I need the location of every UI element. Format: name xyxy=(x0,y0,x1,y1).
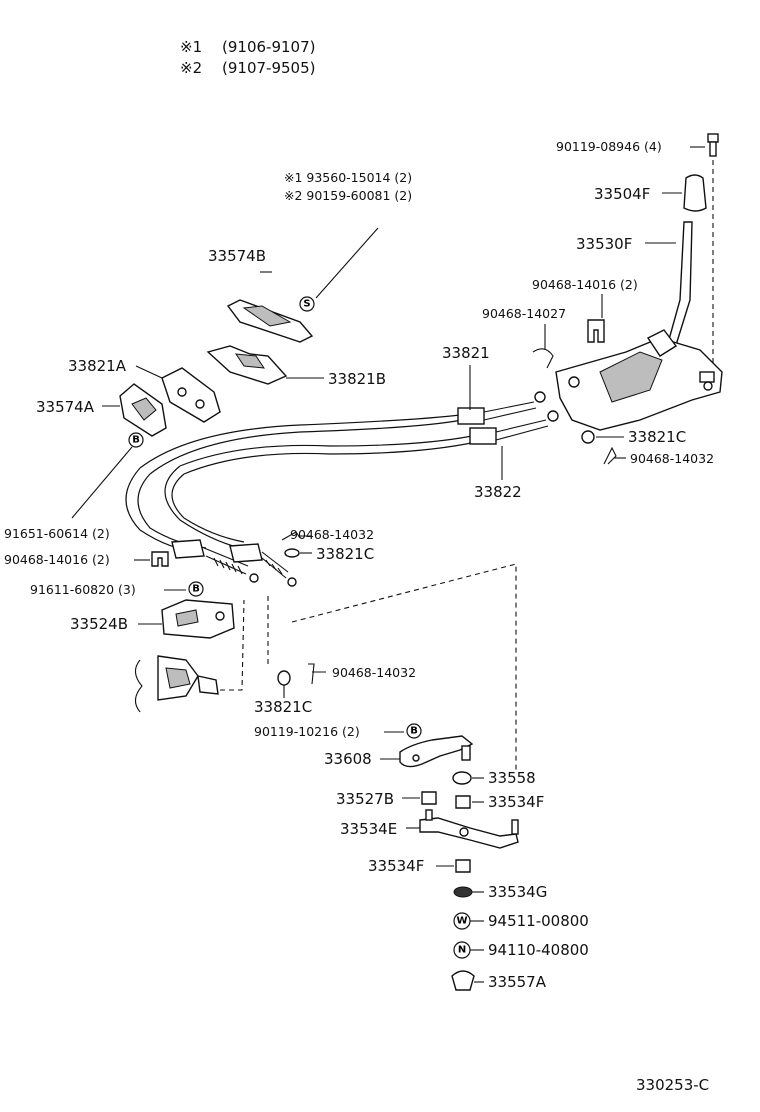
label-s-line2: ※2 90159-60081 (2) xyxy=(284,188,412,203)
cable-33821 xyxy=(125,391,546,553)
diagram-code: 330253-C xyxy=(636,1076,709,1094)
top-bolt-part xyxy=(707,133,719,157)
svg-text:S: S xyxy=(303,299,310,310)
clip-b-part xyxy=(532,348,554,369)
label-lever-608: 33608 xyxy=(324,750,372,768)
svg-text:B: B xyxy=(410,726,418,737)
label-b-bolt2: 91611-60820 (3) xyxy=(30,582,136,597)
label-washer-c-low: 33821C xyxy=(254,698,312,716)
clip-d-part xyxy=(151,551,169,567)
label-nut-n: 94110-40800 xyxy=(488,941,589,959)
label-b-bolt: 91651-60614 (2) xyxy=(4,526,110,541)
label-cable-2: 33822 xyxy=(474,483,522,501)
label-bush-534f-1: 33534F xyxy=(488,793,544,811)
b-symbol-3: B xyxy=(406,723,422,739)
clip-e-part xyxy=(281,531,312,541)
bush-527-part xyxy=(421,791,437,805)
label-s-line1: ※1 93560-15014 (2) xyxy=(284,170,412,185)
label-lever: 33530F xyxy=(576,235,632,253)
clip-f-part xyxy=(308,663,326,685)
label-cable-1: 33821 xyxy=(442,344,490,362)
washer-534g-part xyxy=(453,886,473,898)
note-2-mark: ※2 xyxy=(180,59,202,77)
label-cap-557: 33557A xyxy=(488,973,547,991)
label-washer-w: 94511-00800 xyxy=(488,912,589,930)
label-plate-b: 33574B xyxy=(208,247,266,265)
shift-lever-housing xyxy=(555,329,723,431)
label-plate-a: 33574A xyxy=(36,398,95,416)
note-2-range: (9107-9505) xyxy=(222,59,315,77)
clip-a-part xyxy=(587,319,605,343)
label-clip-d: 90468-14016 (2) xyxy=(4,552,110,567)
label-washer-534g: 33534G xyxy=(488,883,547,901)
lever-534e-part xyxy=(419,817,519,849)
n-symbol: N xyxy=(453,941,471,959)
label-grommet-a: 33821A xyxy=(68,357,127,375)
b-symbol-2: B xyxy=(188,581,204,597)
bush-558-part xyxy=(452,771,472,785)
label-bolt-top: 90119-08946 (4) xyxy=(556,139,662,154)
note-1-range: (9106-9107) xyxy=(222,38,315,56)
label-bracket: 33524B xyxy=(70,615,128,633)
grommet-a-part xyxy=(161,367,221,423)
shift-lever-rod xyxy=(667,221,693,346)
label-bush-558: 33558 xyxy=(488,769,536,787)
label-lever-534e: 33534E xyxy=(340,820,397,838)
label-knob: 33504F xyxy=(594,185,650,203)
label-washer-c-upper: 33821C xyxy=(628,428,686,446)
shift-knob-part xyxy=(683,174,707,212)
b-symbol-1: B xyxy=(128,432,144,448)
s-symbol: S xyxy=(299,296,315,312)
label-clip-e: 90468-14032 xyxy=(290,527,374,542)
cap-557-part xyxy=(451,970,475,991)
svg-text:B: B xyxy=(192,584,200,595)
lever-608-part xyxy=(399,735,474,768)
transmission-outline xyxy=(134,655,219,713)
svg-text:B: B xyxy=(132,435,140,446)
washer-c-upper-part xyxy=(581,430,595,444)
label-b-bolt3: 90119-10216 (2) xyxy=(254,724,360,739)
label-clip-c-upper: 90468-14032 xyxy=(630,451,714,466)
bush-534f-1-part xyxy=(455,795,471,809)
label-clip-b: 90468-14027 xyxy=(482,306,566,321)
washer-c-low-part xyxy=(277,670,291,686)
label-washer-c-mid: 33821C xyxy=(316,545,374,563)
label-grommet-b: 33821B xyxy=(328,370,386,388)
label-clip-f: 90468-14032 xyxy=(332,665,416,680)
w-symbol: W xyxy=(453,912,471,930)
label-bush-527: 33527B xyxy=(336,790,394,808)
cable-33822 xyxy=(164,410,559,549)
clip-c-upper-part xyxy=(603,446,617,465)
cable-end-fittings xyxy=(171,539,297,587)
note-1-mark: ※1 xyxy=(180,38,202,56)
bush-534f-2-part xyxy=(455,859,471,873)
label-clip-a: 90468-14016 (2) xyxy=(532,277,638,292)
svg-text:W: W xyxy=(456,916,467,927)
washer-c-mid-part xyxy=(284,548,300,558)
svg-text:N: N xyxy=(458,945,466,956)
label-bush-534f-2: 33534F xyxy=(368,857,424,875)
